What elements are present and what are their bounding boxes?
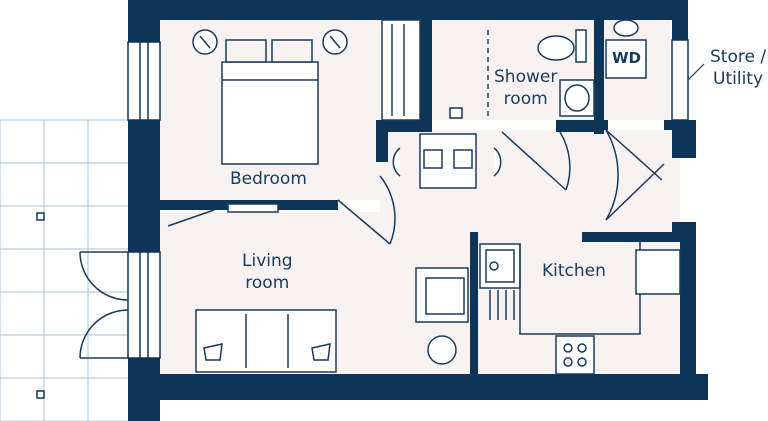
kitchen-label: Kitchen [542,261,606,281]
washer-dryer-label: WD [612,49,641,67]
kitchen-counter [519,242,681,335]
shower-room-label: Shower room [494,66,557,110]
dining-table-icon [392,133,502,189]
store-utility-label-line1: Store / [710,47,767,67]
washer-dryer-icon [605,19,647,79]
walls [128,0,708,421]
bedroom-label: Bedroom [230,169,307,189]
side-table-icon [427,335,457,365]
store-utility-label: Store / Utility [710,46,766,90]
living-room-label: Living room [242,250,293,294]
armchair-icon [415,267,469,323]
windows [127,39,689,359]
wardrobe [381,19,421,121]
terrace [0,119,131,421]
store-utility-label-line2: Utility [713,69,764,89]
living-room-label-line2: room [245,273,290,293]
sofa-icon [195,309,337,373]
lamp-icon [192,29,348,55]
terrace-light-markers [36,212,45,399]
bed-icon [221,39,319,165]
sink-icon [559,79,595,117]
shower-room-label-line1: Shower [494,67,558,87]
toilet-icon [537,29,587,63]
shower-room-label-line2: room [503,89,548,109]
living-room-label-line1: Living [242,251,293,271]
radiator-icon [167,203,279,227]
leader-line [687,63,705,81]
hob-icon [555,335,595,375]
doors [79,129,665,359]
shower-icon [449,30,489,119]
